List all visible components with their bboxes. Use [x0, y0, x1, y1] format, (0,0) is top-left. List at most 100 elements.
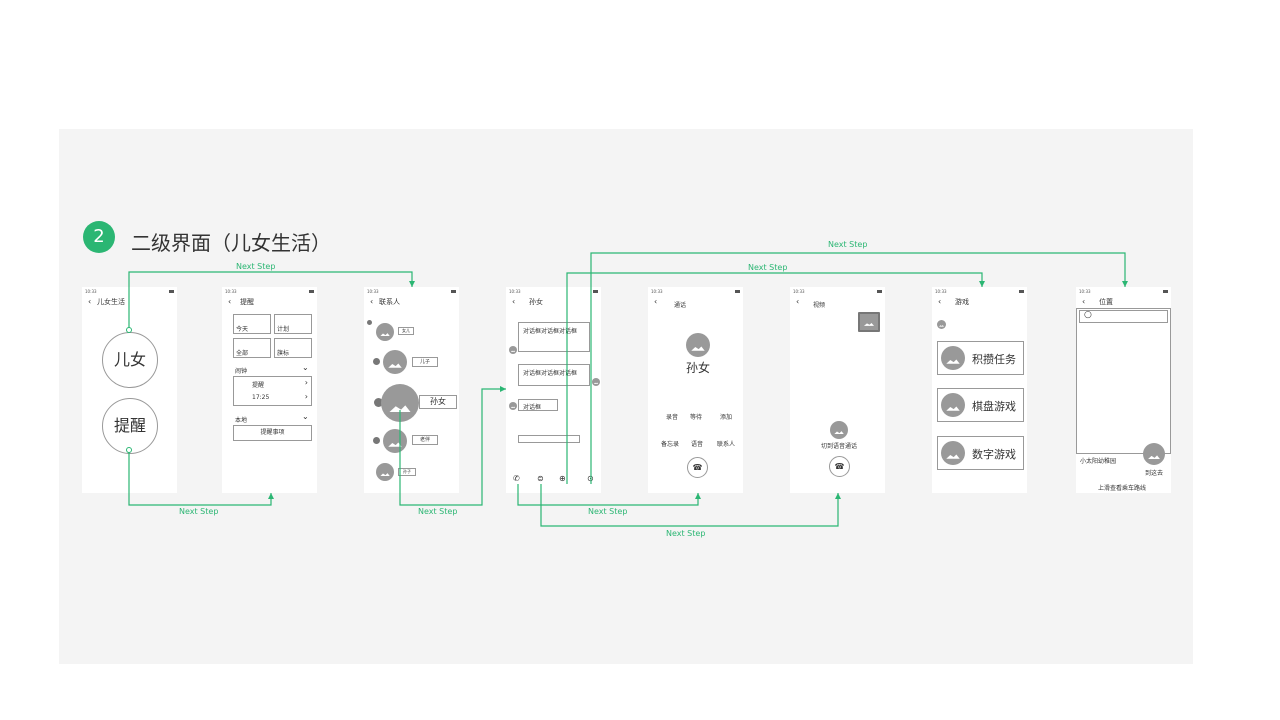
avatar[interactable]	[376, 323, 394, 341]
back-icon[interactable]: ‹	[370, 297, 374, 306]
back-icon[interactable]: ‹	[88, 297, 92, 306]
flow-label: Next Step	[748, 263, 788, 272]
children-button[interactable]: 儿女	[102, 332, 158, 388]
game-label: 积攒任务	[972, 353, 1016, 366]
game-icon	[941, 441, 965, 465]
record-button[interactable]: 录音	[666, 414, 679, 421]
flow-label: Next Step	[236, 262, 276, 271]
avatar	[937, 320, 946, 329]
game-icon[interactable]: ⊕	[559, 474, 566, 483]
contact-label: 老伴	[412, 435, 438, 445]
flag-tile[interactable]: 旗标	[274, 338, 312, 358]
flow-label: Next Step	[588, 507, 628, 516]
hang-up-icon[interactable]: ☎	[687, 457, 708, 478]
screen-children-life: 10:33 ‹ 儿女生活 儿女 提醒	[82, 287, 177, 493]
go-here-button[interactable]: 到这去	[1145, 470, 1164, 477]
chevron-right-icon[interactable]: ›	[304, 378, 308, 387]
avatar	[830, 421, 848, 439]
avatar	[509, 346, 517, 354]
contact-label: 孙子	[398, 468, 416, 476]
status-icons	[864, 290, 882, 293]
contact-label: 儿子	[412, 357, 438, 367]
status-icons	[156, 290, 174, 293]
screen-title: 儿女生活	[97, 298, 125, 306]
avatar[interactable]	[383, 429, 407, 453]
game-tile[interactable]: 数字游戏	[937, 436, 1024, 470]
message-input[interactable]	[518, 435, 580, 443]
status-time: 10:33	[1079, 289, 1091, 294]
all-tile[interactable]: 全部	[233, 338, 271, 358]
avatar[interactable]	[376, 463, 394, 481]
avatar-selected[interactable]	[381, 384, 419, 422]
avatar[interactable]	[383, 350, 407, 374]
back-icon[interactable]: ‹	[1082, 297, 1086, 306]
avatar	[1143, 443, 1165, 465]
screen-games: 10:33 ‹ 游戏 积攒任务 棋盘游戏 数字游戏	[932, 287, 1027, 493]
game-tile[interactable]: 积攒任务	[937, 341, 1024, 375]
flow-label: Next Step	[418, 507, 458, 516]
contacts-button[interactable]: 联系人	[717, 441, 736, 448]
today-tile[interactable]: 今天	[233, 314, 271, 334]
game-icon	[941, 346, 965, 370]
game-label: 数字游戏	[972, 448, 1016, 461]
screen-title: 游戏	[955, 298, 969, 306]
memo-button[interactable]: 备忘录	[661, 441, 680, 448]
back-icon[interactable]: ‹	[654, 297, 658, 306]
game-tile[interactable]: 棋盘游戏	[937, 388, 1024, 422]
flow-label: Next Step	[828, 240, 868, 249]
alarm-label: 闹钟	[235, 368, 248, 375]
add-button[interactable]: 添加	[720, 414, 733, 421]
search-input[interactable]: ○	[1079, 310, 1168, 323]
status-time: 10:33	[367, 289, 379, 294]
flow-label: Next Step	[666, 529, 706, 538]
status-time: 10:33	[651, 289, 663, 294]
remind-item[interactable]: 提醒事项	[233, 425, 312, 441]
chevron-down-icon[interactable]: ⌄	[302, 363, 309, 372]
chat-bubble: 对话框	[518, 399, 558, 411]
game-icon	[941, 393, 965, 417]
self-view-image	[858, 312, 880, 332]
status-icons	[722, 290, 740, 293]
back-icon[interactable]: ‹	[796, 297, 800, 306]
location-icon[interactable]: ⊙	[587, 474, 594, 483]
screen-call: 10:33 ‹ 通话 孙女 录音 等待 添加 备忘录 语音 联系人 ☎	[648, 287, 743, 493]
status-icons	[1006, 290, 1024, 293]
contact-dot	[373, 358, 380, 365]
alarm-time: 17:25	[252, 394, 270, 401]
wait-button[interactable]: 等待	[690, 414, 703, 421]
map-area[interactable]	[1076, 308, 1171, 454]
contact-label: 女儿	[398, 327, 414, 335]
contact-label: 孙女	[419, 395, 457, 409]
remind-button[interactable]: 提醒	[102, 398, 158, 454]
voice-button[interactable]: 语音	[691, 441, 704, 448]
screen-title: 通话	[674, 302, 687, 309]
status-time: 10:33	[85, 289, 97, 294]
caller-name: 孙女	[686, 361, 711, 375]
plan-tile[interactable]: 计划	[274, 314, 312, 334]
section-title: 二级界面（儿女生活）	[131, 231, 331, 255]
local-label: 本地	[235, 417, 248, 424]
status-time: 10:33	[509, 289, 521, 294]
back-icon[interactable]: ‹	[228, 297, 232, 306]
screen-title: 孙女	[529, 298, 543, 306]
screen-title: 提醒	[240, 298, 254, 306]
search-icon: ○	[1084, 310, 1092, 320]
status-icons	[580, 290, 598, 293]
chat-bubble: 对话框对话框对话框	[518, 364, 590, 386]
screen-chat: 10:33 ‹ 孙女 对话框对话框对话框 对话框对话框对话框 对话框 ✆ ⊜ ⊕…	[506, 287, 601, 493]
status-icons	[438, 290, 456, 293]
back-icon[interactable]: ‹	[938, 297, 942, 306]
hang-up-icon[interactable]: ☎	[829, 456, 850, 477]
status-time: 10:33	[935, 289, 947, 294]
contact-dot	[373, 437, 380, 444]
contact-dot	[374, 398, 383, 407]
back-icon[interactable]: ‹	[512, 297, 516, 306]
chevron-down-icon[interactable]: ⌄	[302, 412, 309, 421]
video-icon[interactable]: ⊜	[537, 474, 544, 483]
status-time: 10:33	[793, 289, 805, 294]
status-icons	[1150, 290, 1168, 293]
chevron-right-icon[interactable]: ›	[304, 392, 308, 401]
phone-icon[interactable]: ✆	[513, 474, 520, 483]
switch-voice-label[interactable]: 切到语音通话	[821, 443, 858, 450]
status-time: 10:33	[225, 289, 237, 294]
